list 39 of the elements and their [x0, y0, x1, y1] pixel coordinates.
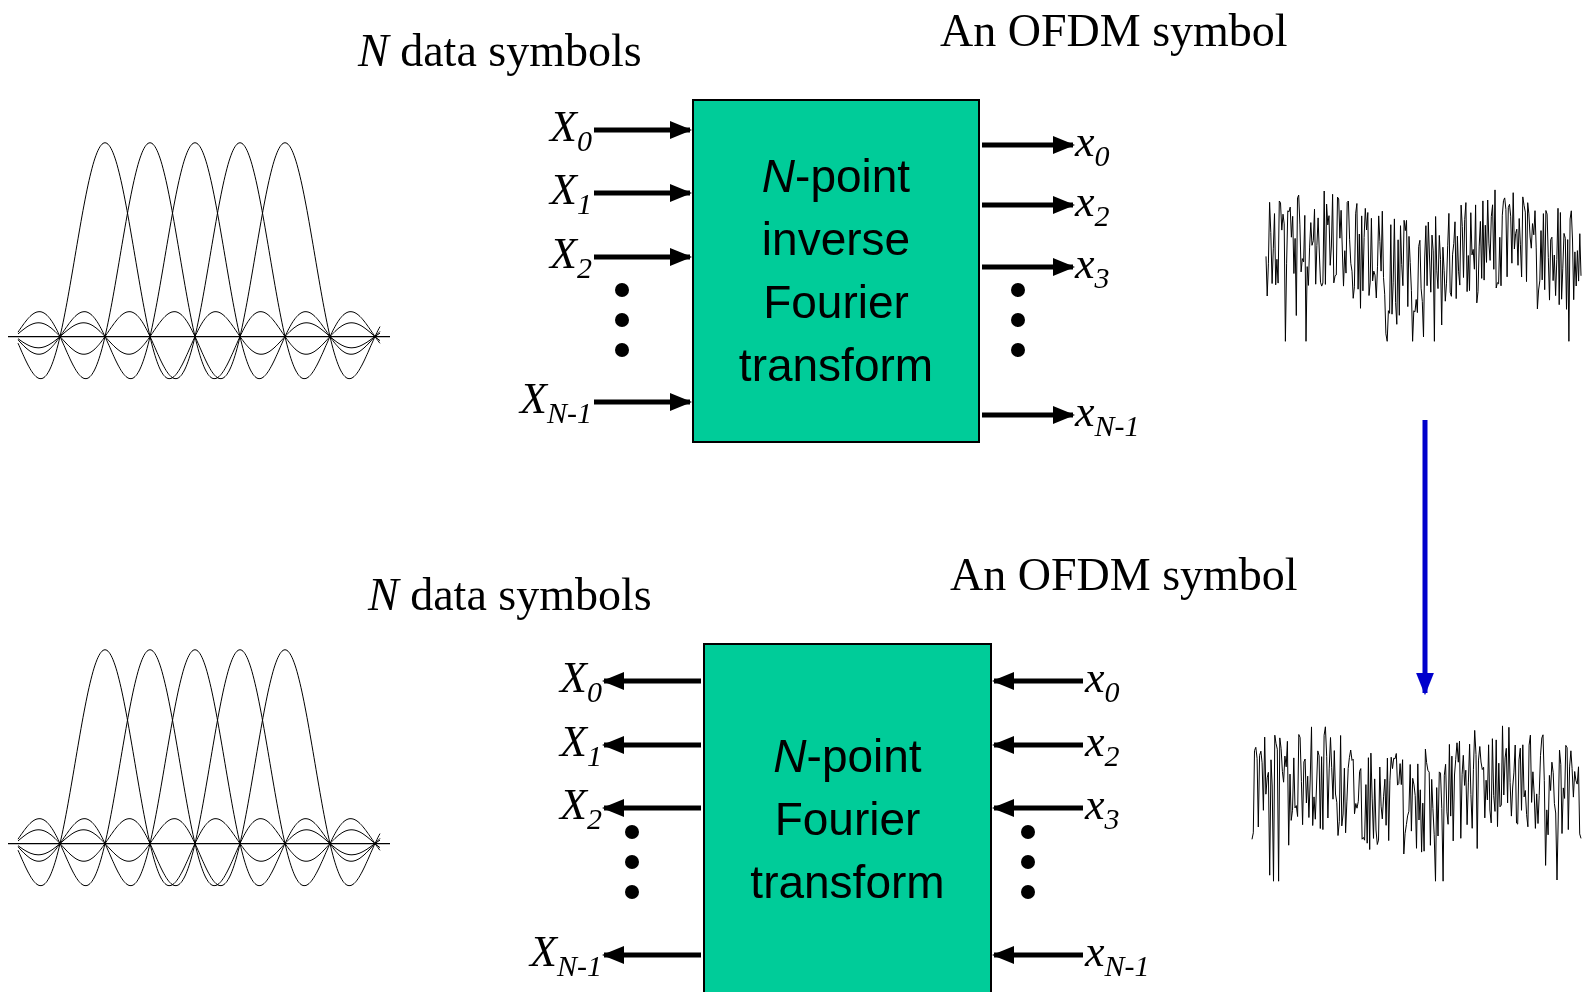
symbol-label: x$_{0}$ — [1085, 651, 1165, 711]
arrow — [991, 946, 1083, 964]
arrow — [991, 799, 1083, 817]
symbol-label: X$_{1}$ — [510, 715, 602, 775]
heading-text: N data symbols — [368, 572, 652, 618]
symbol-label: X$_{N-1}$ — [470, 372, 592, 432]
process-box: N-point Fourier transform — [703, 643, 992, 992]
symbol-label: X$_{1}$ — [500, 163, 592, 223]
arrow — [601, 672, 701, 690]
arrow — [982, 196, 1076, 214]
heading-text: An OFDM symbol — [940, 8, 1288, 54]
arrow — [982, 406, 1076, 424]
arrow — [601, 946, 701, 964]
symbol-label: X$_{2}$ — [500, 227, 592, 287]
symbol-label: X$_{N-1}$ — [480, 925, 602, 985]
arrow — [601, 799, 701, 817]
heading-text: N data symbols — [358, 28, 642, 74]
arrow — [594, 393, 693, 411]
arrow — [594, 184, 693, 202]
arrow — [594, 121, 693, 139]
symbol-label: x$_{2}$ — [1085, 715, 1165, 775]
symbol-label: X$_{0}$ — [510, 651, 602, 711]
arrow — [982, 136, 1076, 154]
symbol-label: x$_{3}$ — [1075, 237, 1155, 297]
symbol-label: x$_{0}$ — [1075, 115, 1155, 175]
symbol-label: X$_{2}$ — [510, 778, 602, 838]
heading-text: An OFDM symbol — [950, 552, 1298, 598]
arrow — [982, 258, 1076, 276]
symbol-label: x$_{3}$ — [1085, 778, 1165, 838]
symbol-label: x$_{N-1}$ — [1075, 385, 1185, 445]
process-box: N-point inverse Fourier transform — [692, 99, 980, 443]
symbol-label: X$_{0}$ — [500, 100, 592, 160]
symbol-label: x$_{2}$ — [1075, 175, 1155, 235]
symbol-label: x$_{N-1}$ — [1085, 925, 1195, 985]
arrow — [594, 248, 693, 266]
arrow — [991, 736, 1083, 754]
arrow — [991, 672, 1083, 690]
arrow — [1416, 420, 1434, 696]
arrow — [601, 736, 701, 754]
